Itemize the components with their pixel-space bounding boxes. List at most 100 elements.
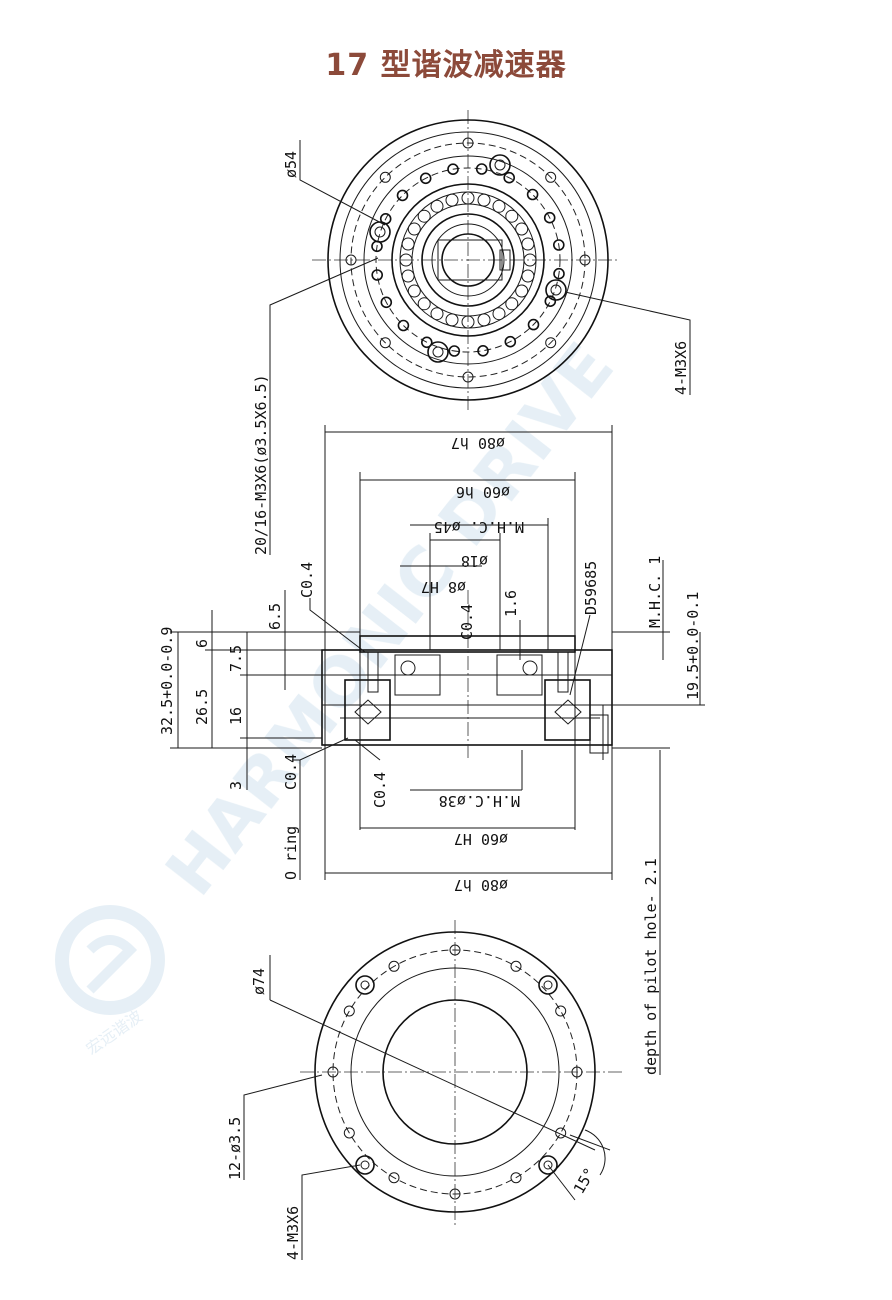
bolt-hole <box>552 239 565 251</box>
bolt-hole <box>448 345 461 357</box>
bolt-hole <box>397 319 410 332</box>
tapped-hole-core <box>374 226 386 238</box>
bearing-ball <box>505 209 519 223</box>
bearing-ball <box>515 284 529 298</box>
tapped-hole <box>355 1155 375 1175</box>
bolt-hole <box>396 189 409 202</box>
mount-hole <box>388 960 400 972</box>
bearing-ball <box>430 307 444 321</box>
tapped-hole <box>538 975 558 995</box>
bottom-dia-label: ø74 <box>250 968 268 995</box>
watermark-logo: 宏远谐波 <box>55 905 165 1059</box>
chamfer-2: C0.4 <box>282 754 300 790</box>
bolt-hole <box>477 344 489 357</box>
dim-left-4: 6 <box>193 639 211 648</box>
chamfer-3: C0.4 <box>371 772 389 808</box>
inner-label-1: D59685 <box>582 561 600 615</box>
bolt-hole <box>544 295 557 308</box>
dim-left-2: 16 <box>227 707 245 725</box>
inner-label-2: M.H.C. 1 <box>646 556 664 628</box>
bearing-ball <box>521 269 535 283</box>
dim-left-0: 32.5+0.0-0.9 <box>158 627 176 735</box>
pilot-note: depth of pilot hole- 2.1 <box>642 858 660 1075</box>
mount-hole <box>555 1005 567 1017</box>
dim-top-0: ø80 h7 <box>451 434 505 452</box>
chamfer-0: C0.4 <box>298 562 316 598</box>
tapped-hole <box>369 221 391 243</box>
top-view: ø54 20/16-M3X6(ø3.5X6.5) 4-M3X6 <box>252 110 691 555</box>
page-title: 17 型谐波减速器 <box>325 48 567 83</box>
mount-hole <box>449 1188 461 1200</box>
bearing-ball <box>407 284 421 298</box>
bearing-ball <box>477 193 491 207</box>
dim-top-1: ø60 h6 <box>456 483 510 501</box>
bearing-ball <box>407 222 421 236</box>
dim-bottom-0: M.H.C.ø38 <box>439 792 520 810</box>
section-view: ø80 h7 ø60 h6 M.H.C. ø45 ø18 ø8 H7 <box>158 425 705 1075</box>
bearing-ball <box>417 209 431 223</box>
bottom-left-label-1: 12-ø3.5 <box>226 1117 244 1180</box>
bearing-ball <box>401 237 415 251</box>
dim-left-6: 3 <box>227 781 245 790</box>
mount-hole <box>545 171 557 183</box>
tapped-hole <box>427 341 449 363</box>
mount-hole <box>345 254 357 266</box>
tapped-hole-core <box>543 980 553 990</box>
mount-hole <box>379 337 391 349</box>
tapped-hole <box>355 975 375 995</box>
tapped-hole-core <box>360 980 370 990</box>
bottom-view: ø74 15° 12-ø3.5 4-M3X6 <box>226 920 625 1260</box>
mount-hole <box>555 1127 567 1139</box>
bearing-ball <box>445 313 459 327</box>
top-right-label: 4-M3X6 <box>672 341 690 395</box>
mount-hole <box>462 137 474 149</box>
tapped-hole-core <box>550 284 562 296</box>
dim-bottom-1: ø60 H7 <box>454 830 508 848</box>
mount-hole <box>379 171 391 183</box>
dim-left-1: 26.5 <box>193 689 211 725</box>
bearing-ball <box>399 253 413 267</box>
bolt-hole <box>420 336 433 349</box>
tapped-hole <box>538 1155 558 1175</box>
dim-bottom-2: ø80 h7 <box>454 876 508 894</box>
bolt-hole <box>553 267 565 280</box>
mount-hole <box>343 1127 355 1139</box>
bolt-hole <box>447 163 459 175</box>
dim-right-0: 19.5+0.0-0.1 <box>684 592 702 700</box>
bearing-ball <box>521 237 535 251</box>
mount-hole <box>579 254 591 266</box>
inner-label-0: 1.6 <box>502 590 520 617</box>
mount-hole <box>510 960 522 972</box>
bearing-ball <box>477 313 491 327</box>
top-left-label: 20/16-M3X6(ø3.5X6.5) <box>252 374 270 555</box>
bearing-ball <box>401 269 415 283</box>
bearing-ball <box>461 315 475 329</box>
bearing-ball <box>430 199 444 213</box>
bolt-hole <box>527 318 540 331</box>
mount-hole <box>327 1066 339 1078</box>
tapped-hole-core <box>494 159 506 171</box>
bolt-hole <box>380 296 393 309</box>
bearing-ball <box>417 297 431 311</box>
bearing-ball <box>445 193 459 207</box>
bolt-hole <box>526 188 539 201</box>
mount-hole <box>343 1005 355 1017</box>
top-dia-label: ø54 <box>282 151 300 178</box>
tapped-hole-core <box>543 1160 553 1170</box>
bolt-hole <box>475 163 488 175</box>
bearing-ball <box>515 222 529 236</box>
bearing-ball <box>492 199 506 213</box>
dim-top-3: ø18 <box>461 552 488 570</box>
bearing-ball <box>523 253 537 267</box>
bolt-hole <box>504 335 517 348</box>
mount-hole <box>510 1172 522 1184</box>
bearing-ball <box>505 297 519 311</box>
mount-hole <box>388 1172 400 1184</box>
tapped-hole <box>489 154 511 176</box>
tapped-hole-core <box>432 346 444 358</box>
mount-hole <box>462 371 474 383</box>
bolt-hole <box>371 269 384 281</box>
bolt-hole <box>503 171 516 184</box>
bearing-ball <box>492 307 506 321</box>
